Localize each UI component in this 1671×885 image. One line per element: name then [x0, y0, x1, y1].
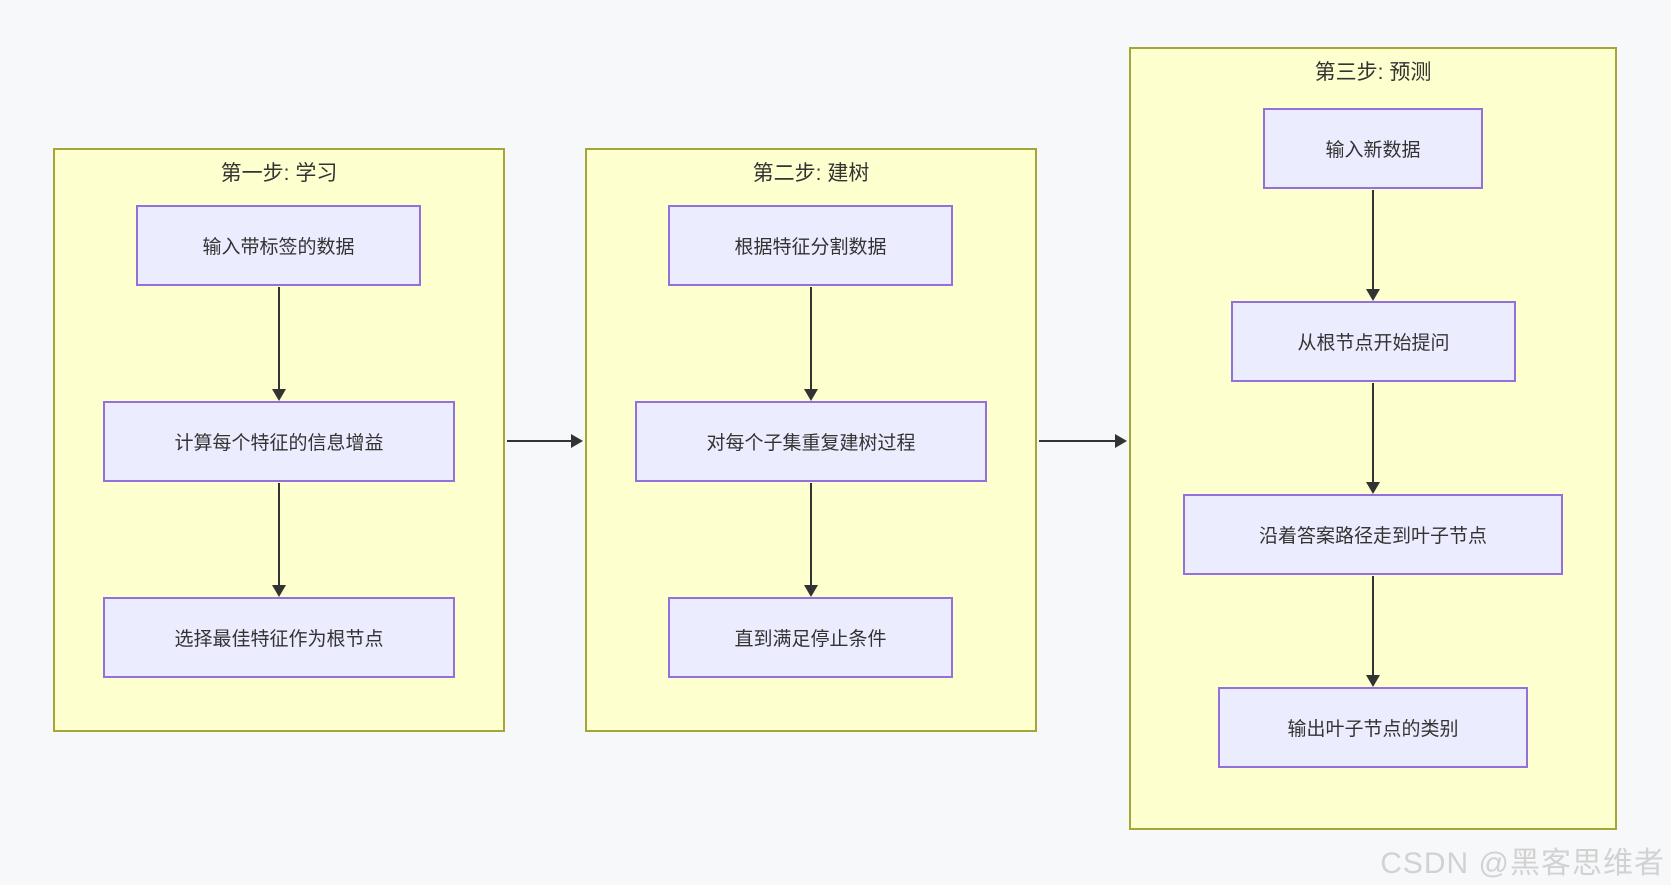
panel-step1-learning: 第一步: 学习 输入带标签的数据 计算每个特征的信息增益 选择最佳特征作为根节点 — [53, 148, 505, 732]
panel-step2-build-tree: 第二步: 建树 根据特征分割数据 对每个子集重复建树过程 直到满足停止条件 — [585, 148, 1037, 732]
node-input-new-data: 输入新数据 — [1263, 108, 1483, 189]
panel-step1-title: 第一步: 学习 — [220, 162, 338, 185]
node-ask-from-root-node: 从根节点开始提问 — [1231, 301, 1516, 382]
arrow-down-step1-1 — [272, 287, 286, 401]
arrow-down-step3-3 — [1366, 576, 1380, 687]
panel-step2-title: 第二步: 建树 — [752, 162, 870, 185]
arrow-down-step1-2 — [272, 483, 286, 597]
node-until-stop-condition: 直到满足停止条件 — [668, 597, 953, 678]
node-follow-answer-path-to-leaf: 沿着答案路径走到叶子节点 — [1183, 494, 1563, 575]
arrow-down-step3-2 — [1366, 383, 1380, 494]
arrow-down-step2-1 — [804, 287, 818, 401]
arrow-down-step3-1 — [1366, 190, 1380, 301]
panel-step3-predict: 第三步: 预测 输入新数据 从根节点开始提问 沿着答案路径走到叶子节点 输出叶子… — [1129, 47, 1617, 830]
arrow-right-step1-to-step2 — [507, 434, 583, 448]
node-repeat-build-on-subsets: 对每个子集重复建树过程 — [635, 401, 987, 482]
node-select-best-feature-as-root: 选择最佳特征作为根节点 — [103, 597, 455, 678]
node-input-labeled-data: 输入带标签的数据 — [136, 205, 421, 286]
arrow-right-step2-to-step3 — [1039, 434, 1127, 448]
arrow-down-step2-2 — [804, 483, 818, 597]
node-split-data-by-feature: 根据特征分割数据 — [668, 205, 953, 286]
node-output-leaf-class: 输出叶子节点的类别 — [1218, 687, 1528, 768]
node-compute-info-gain: 计算每个特征的信息增益 — [103, 401, 455, 482]
watermark: CSDN @黑客思维者 — [1380, 847, 1665, 880]
panel-step3-title: 第三步: 预测 — [1314, 61, 1432, 84]
